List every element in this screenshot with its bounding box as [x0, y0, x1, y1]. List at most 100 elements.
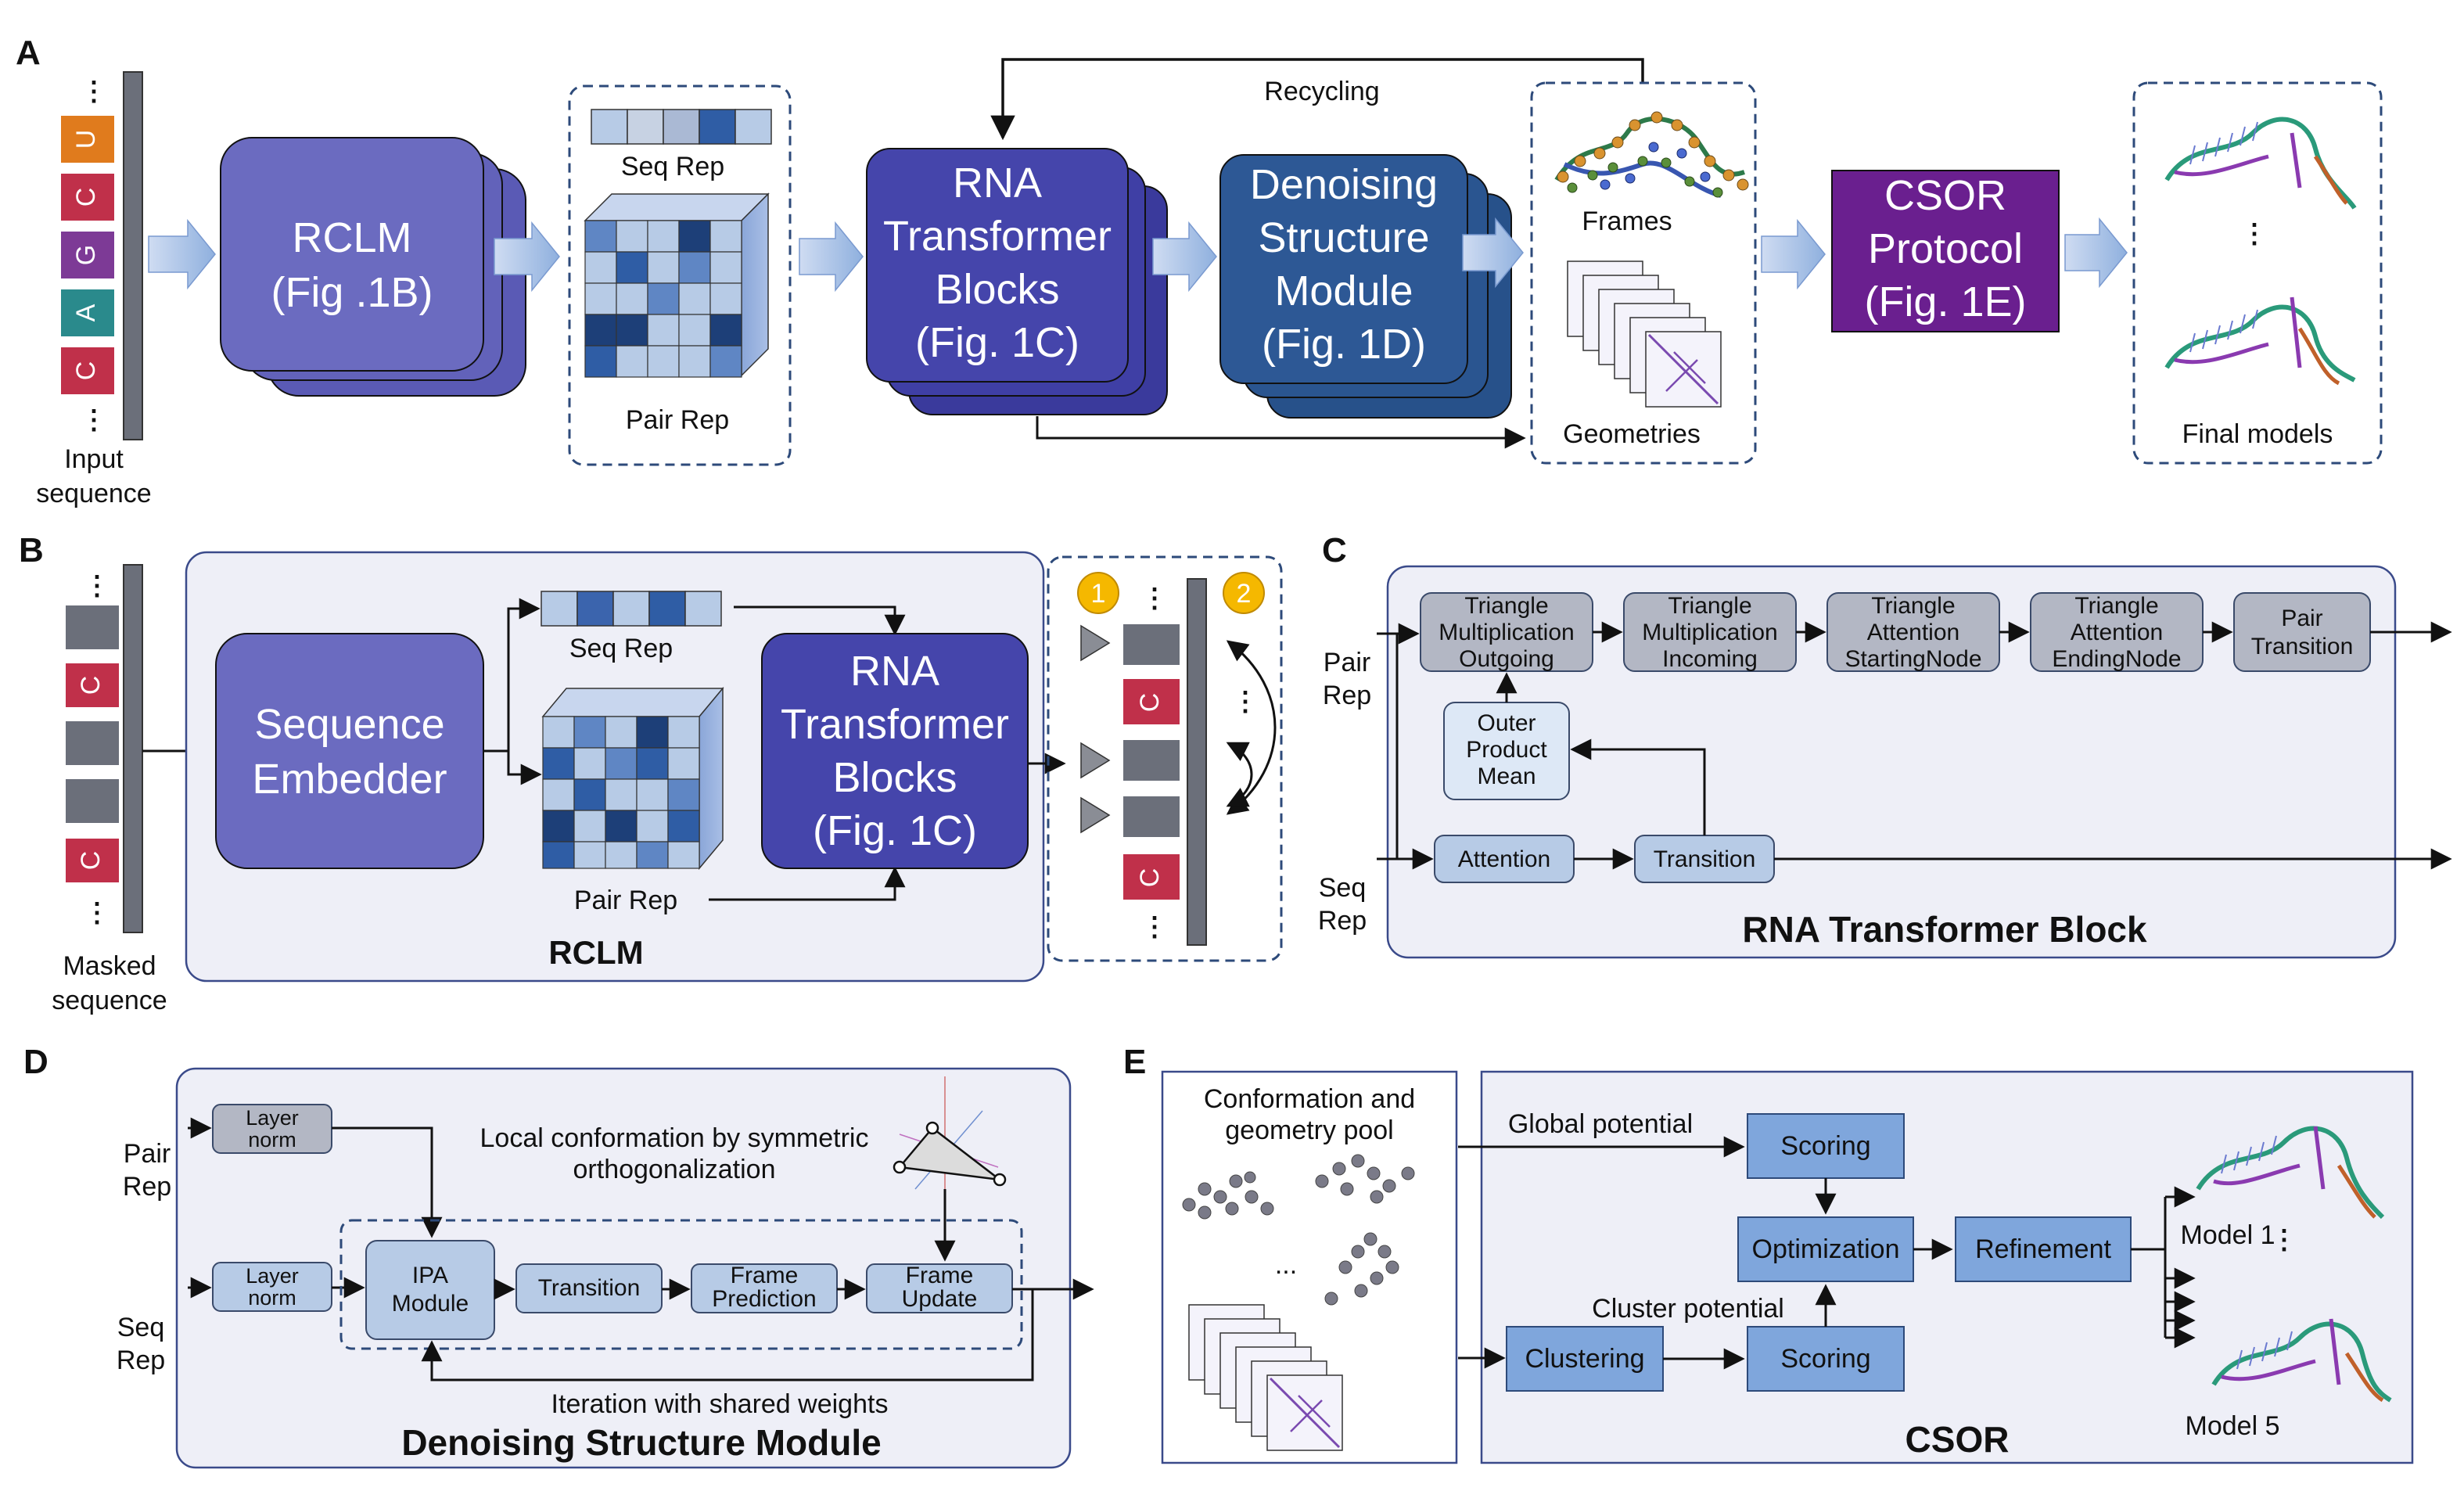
masked-label-1: Masked: [63, 951, 156, 981]
seq-rep-strip-b: [541, 591, 722, 627]
c-pair-rep-2: Rep: [1323, 681, 1371, 710]
models-dots: ⋮: [2271, 1225, 2297, 1255]
geometries-matrices-a: [1567, 260, 1722, 408]
flow-arrow-3: [799, 221, 864, 293]
refinement-fanout: [2131, 1186, 2196, 1349]
tae-line-1: Triangle: [2074, 593, 2158, 619]
rtb-line-2: Transformer: [883, 213, 1112, 260]
opm-line-2: Product: [1466, 737, 1547, 763]
panel-label-c: C: [1322, 531, 1347, 569]
tmi-line-2: Multiplication: [1642, 620, 1777, 645]
pair-transition: [2233, 592, 2371, 672]
step-badge-2: [1223, 572, 1265, 614]
step-badge-2-label: 2: [1237, 579, 1252, 609]
c-seq-rep-1: Seq: [1319, 873, 1367, 903]
tas-line-1: Triangle: [1871, 593, 1955, 619]
rclm-subtitle: (Fig .1B): [271, 269, 433, 316]
tmo-line-2: Multiplication: [1439, 620, 1574, 645]
transition-label-d: Transition: [538, 1275, 641, 1301]
swap-dots: ⋮: [1232, 687, 1259, 717]
step-badge-1-label: 1: [1091, 579, 1106, 609]
optimization-label: Optimization: [1752, 1234, 1900, 1264]
rtb-b-line-4: (Fig. 1C): [813, 807, 977, 854]
tmi-line-1: Triangle: [1668, 593, 1751, 619]
transition-to-opm: [1570, 738, 1706, 835]
c-pair-boxes: Triangle Multiplication Outgoing Triangl…: [1420, 592, 2371, 672]
clustering-label: Clustering: [1525, 1344, 1644, 1374]
denoising-structure-module-a: Denoising Structure Module (Fig. 1D): [1219, 154, 1512, 419]
pool-ellipsis: ...: [1275, 1250, 1297, 1280]
d-pair-rep-2: Rep: [123, 1172, 171, 1202]
pool-matrices: [1188, 1304, 1343, 1451]
opm-line-3: Mean: [1477, 763, 1536, 789]
seqrep-to-rtb: [734, 605, 906, 636]
ipa-line-2: Module: [392, 1291, 469, 1317]
pair-rep-label-a: Pair Rep: [626, 405, 729, 435]
final-model-structure-2: [2164, 296, 2356, 386]
input-label-2: sequence: [36, 479, 151, 508]
layer-norm-seq-2: norm: [248, 1286, 296, 1310]
csor-line-2: Protocol: [1868, 225, 2023, 272]
rep-dashed-box: [568, 84, 792, 466]
pool-line-1: Conformation and: [1204, 1084, 1415, 1114]
layer-norm-pair-1: Layer: [246, 1106, 299, 1130]
cluster-potential-label: Cluster potential: [1592, 1294, 1784, 1324]
refinement-label: Refinement: [1975, 1234, 2111, 1264]
rclm-block: RCLM (Fig .1B): [220, 137, 526, 397]
masked-base-c1: C: [76, 676, 106, 695]
panel-label-a: A: [16, 34, 41, 72]
base-c2: [61, 347, 114, 394]
rtb-line-3: Blocks: [935, 266, 1059, 313]
rtb-line-4: (Fig. 1C): [915, 319, 1079, 366]
rclm-panel-title: RCLM: [548, 934, 643, 971]
csor-panel: [1480, 1070, 2414, 1464]
seq-rep-strip-a: [591, 109, 772, 145]
iteration-loop-arrow: [421, 1289, 1034, 1381]
out-dots-top: ⋮: [1141, 584, 1168, 613]
ipa-line-1: IPA: [412, 1263, 448, 1288]
frame-upd-line-1: Frame: [906, 1263, 974, 1288]
masked-label-2: sequence: [52, 986, 167, 1015]
seq-rep-label-b: Seq Rep: [569, 634, 673, 663]
frames-structure-image: [1554, 111, 1749, 198]
global-potential-label: Global potential: [1508, 1109, 1693, 1139]
tae-line-2: Attention: [2071, 620, 2163, 645]
seq-rep-label-a: Seq Rep: [621, 152, 724, 181]
dsm-panel-title: Denoising Structure Module: [401, 1422, 881, 1463]
base-a-label: A: [71, 304, 101, 322]
base-u: [61, 116, 114, 163]
iteration-label: Iteration with shared weights: [551, 1389, 889, 1419]
tmo-line-1: Triangle: [1464, 593, 1548, 619]
geometries-label: Geometries: [1563, 419, 1701, 449]
frames-dashed-box: [1530, 81, 1757, 465]
frame-pred-line-2: Prediction: [712, 1286, 816, 1312]
base-a: [61, 289, 114, 336]
masked-sequence-bar: [123, 564, 143, 933]
flow-arrow-6: [1761, 218, 1826, 290]
csor-line-1: CSOR: [1884, 172, 2006, 219]
flow-arrow-1: [148, 218, 216, 290]
scoring-top-label: Scoring: [1780, 1131, 1870, 1161]
d-pair-rep-1: Pair: [124, 1139, 171, 1169]
dsm-line-1: Denoising: [1250, 161, 1438, 208]
layer-norm-pair-2: norm: [248, 1128, 296, 1152]
rna-transformer-block-title: RNA Transformer Block: [1742, 909, 2147, 950]
masked-dots-bottom: ⋮: [84, 898, 110, 928]
embedder-line-2: Embedder: [252, 756, 447, 803]
base-g: [61, 232, 114, 278]
scoring-box-top: [1747, 1113, 1905, 1179]
tas-line-2: Attention: [1867, 620, 1959, 645]
swap-arrow-inner: [1226, 742, 1253, 807]
c-seq-rep-2: Rep: [1318, 906, 1367, 936]
transition-label-c: Transition: [1654, 846, 1756, 872]
out-base-c2: C: [1135, 868, 1165, 888]
c-pair-rep-1: Pair: [1324, 648, 1370, 677]
input-sequence-letters: U C G A C: [61, 116, 114, 394]
panel-label-e: E: [1123, 1043, 1146, 1081]
flow-arrow-2: [494, 221, 560, 293]
output-tokens: C C: [1080, 624, 1180, 900]
model-5-structure: [2211, 1318, 2392, 1403]
clustering-box: [1506, 1326, 1664, 1392]
output-sequence-bar: [1187, 578, 1207, 946]
